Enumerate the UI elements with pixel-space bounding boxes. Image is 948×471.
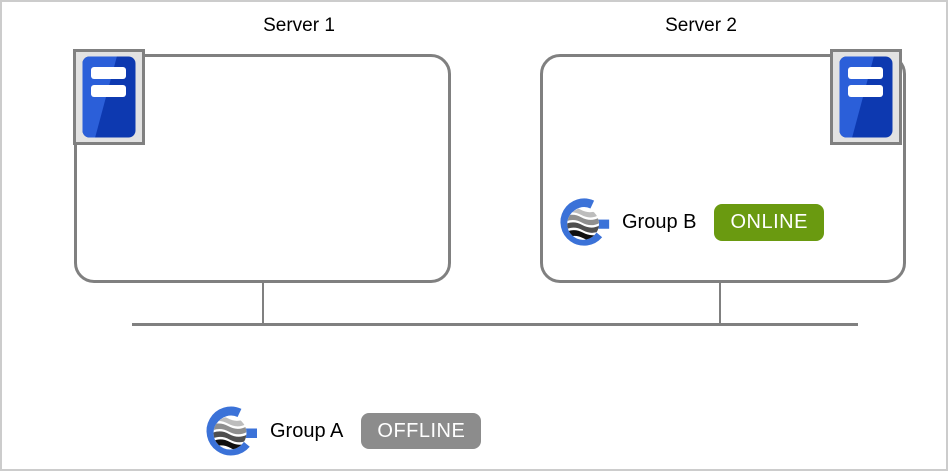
group-globe-icon [205, 403, 261, 459]
group-a-label: Group A [270, 419, 344, 442]
server1-drop-line [262, 282, 264, 325]
server1-server-icon [73, 49, 145, 145]
group-b-status-badge: ONLINE [714, 203, 824, 241]
server2-server-icon [830, 49, 902, 145]
group-a-status-badge: OFFLINE [361, 413, 482, 449]
server2-title: Server 2 [665, 15, 737, 36]
server1-title: Server 1 [263, 15, 335, 36]
group-a-row: Group A OFFLINE [205, 403, 482, 459]
server2-drop-line [719, 282, 721, 325]
group-b-label: Group B [622, 210, 697, 233]
group-globe-icon [559, 195, 613, 249]
group-b-row: Group B ONLINE [559, 195, 824, 249]
network-bus-line [132, 323, 858, 326]
